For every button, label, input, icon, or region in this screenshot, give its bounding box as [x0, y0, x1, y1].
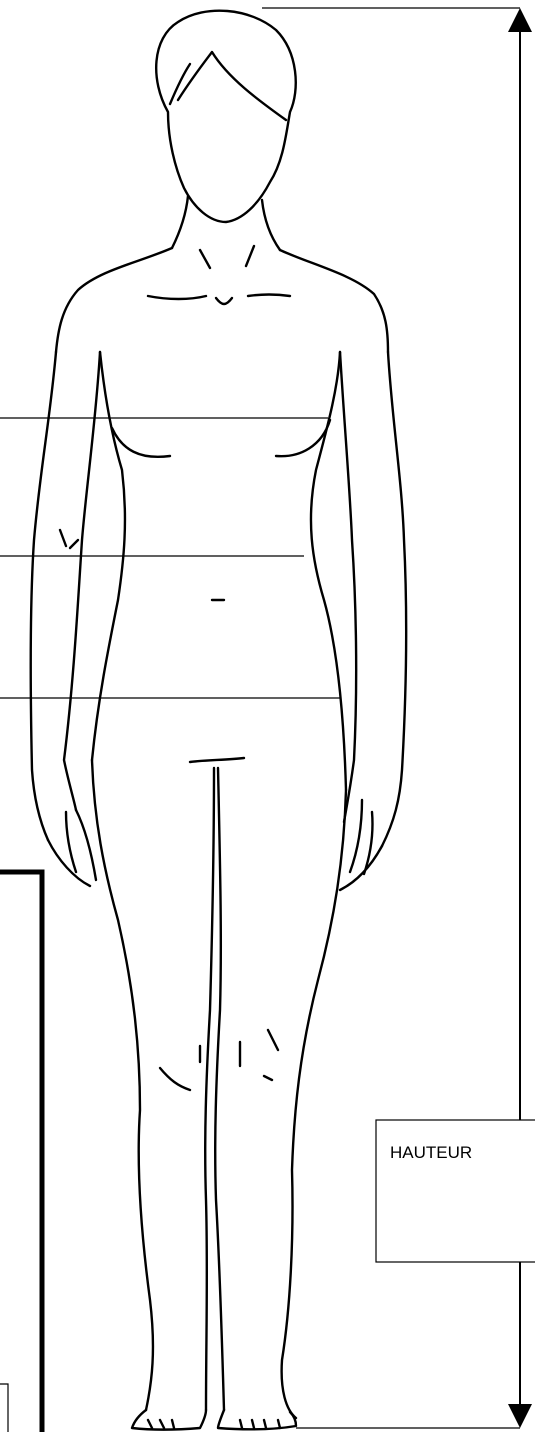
arm-right-outer [382, 352, 406, 846]
clavicle-left [148, 296, 206, 299]
height-label: HAUTEUR [390, 1143, 472, 1162]
shoulder-left [56, 248, 172, 352]
toes [148, 1420, 280, 1428]
left-panel-frame [0, 872, 42, 1432]
shoulder-right [280, 250, 388, 352]
neck-left [172, 196, 188, 248]
neck-right [262, 200, 280, 250]
hand-left [48, 810, 96, 886]
leg-inner-left [205, 768, 214, 1410]
arrow-up-icon [508, 8, 532, 32]
clavicle-right [248, 295, 290, 297]
arrow-down-icon [508, 1404, 532, 1428]
arm-right-inner [340, 352, 356, 822]
leg-inner-right [215, 768, 224, 1410]
neck-muscle-right [246, 246, 254, 266]
neck-muscle-left [200, 250, 210, 268]
head-outline [156, 11, 296, 222]
height-label-box [376, 1120, 535, 1262]
elbow-mark-2 [70, 540, 78, 548]
foot-left [132, 1410, 206, 1430]
knee-right [240, 1030, 278, 1080]
foot-right [218, 1410, 296, 1429]
arm-left-outer [31, 352, 56, 840]
crotch-line [190, 758, 244, 762]
elbow-mark-1 [60, 530, 66, 546]
sternal-notch [216, 298, 232, 304]
knee-left [160, 1046, 200, 1090]
breast-left [112, 428, 170, 457]
leg-right-outer [282, 790, 346, 1418]
hair-part [178, 52, 286, 120]
leg-left-outer [92, 760, 153, 1410]
